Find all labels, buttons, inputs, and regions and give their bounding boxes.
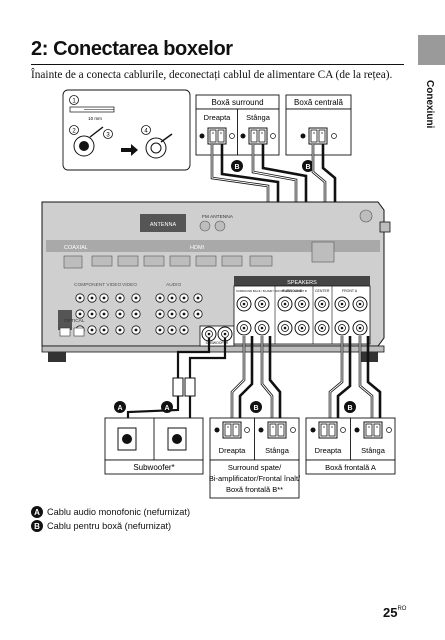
front-a-label: Boxă frontală A (325, 463, 376, 472)
audio-label: AUDIO (166, 282, 181, 288)
optical-label: OPTICAL (64, 318, 85, 324)
marker-b-top-1: B (234, 164, 239, 171)
marker-a-1: A (117, 405, 122, 412)
legend-marker-a: A (31, 506, 43, 518)
inset-instructions: 1 10 mm 2 3 4 (62, 89, 191, 171)
center-speaker-box: Boxă centrală (285, 94, 352, 156)
fm-antenna-label: FM ANTENNA (202, 214, 234, 220)
hdmi-label: HDMI (190, 245, 205, 251)
marker-a-2: A (164, 405, 169, 412)
center-speaker-label: Boxă centrală (294, 98, 343, 107)
front-a-box: Dreapta Stânga Boxă frontală A (305, 417, 396, 475)
inset-step-4: 4 (144, 129, 148, 135)
intro-text: Înainte de a conecta cablurile, deconect… (31, 69, 393, 81)
page-number: 25RO (383, 605, 406, 620)
surround-back-line-3: Boxă frontală B** (226, 485, 283, 494)
page-number-value: 25 (383, 605, 398, 620)
surround-back-left-label: Stânga (265, 446, 290, 455)
coaxial-label: COAXIAL (64, 245, 88, 251)
subwoofer-label: Subwoofer* (133, 463, 174, 472)
strip-length: 10 mm (88, 116, 102, 121)
surround-back-line-1: Surround spate/ (228, 463, 282, 472)
legend-text-b: Cablu pentru boxă (nefurnizat) (47, 521, 172, 531)
page-number-suffix: RO (397, 606, 407, 612)
marker-b-bottom-2: B (347, 405, 352, 412)
legend-item-b: B Cablu pentru boxă (nefurnizat) (31, 520, 171, 532)
speakers-label: SPEAKERS (287, 280, 317, 286)
surround-speakers-box: Boxă surround Dreapta Stânga (195, 94, 280, 156)
inset-step-3: 3 (106, 133, 110, 139)
receiver-rear-panel: COAXIAL HDMI ANTENNA FM ANTENNA COMPONEN… (41, 201, 391, 362)
legend-marker-b: B (31, 520, 43, 532)
surround-back-right-label: Dreapta (219, 446, 247, 455)
title-rule (31, 64, 404, 65)
surround-terminal-label: SURROUND (282, 289, 303, 293)
surround-speaker-label: Boxă surround (211, 98, 263, 107)
legend-text-a: Cablu audio monofonic (nefurnizat) (47, 507, 190, 517)
surround-left-label: Stânga (246, 113, 271, 122)
legend-item-a: A Cablu audio monofonic (nefurnizat) (31, 506, 190, 518)
center-terminal-label: CENTER (315, 289, 330, 293)
inset-step-2: 2 (72, 129, 76, 135)
antenna-label: ANTENNA (150, 222, 177, 228)
surround-back-line-2: Bi-amplificator/Frontal înalt/ (209, 474, 301, 483)
subwoofer-out-label: SUBWOOFER (206, 341, 229, 345)
front-a-terminal-label: FRONT A (342, 289, 358, 293)
marker-b-top-2: B (305, 164, 310, 171)
component-video-label: COMPONENT VIDEO (74, 282, 122, 288)
inset-step-1: 1 (72, 99, 76, 105)
front-a-right-label: Dreapta (315, 446, 343, 455)
surround-back-box: Dreapta Stânga Surround spate/ Bi-amplif… (209, 417, 301, 499)
page-title: 2: Conectarea boxelor (31, 38, 233, 60)
surround-right-label: Dreapta (204, 113, 232, 122)
surround-back-label: SURROUND BACK / BI-AMP / FRONT HIGH / FR… (236, 289, 307, 293)
marker-b-bottom-1: B (253, 405, 258, 412)
section-tab (418, 35, 445, 65)
subwoofer-box: Subwoofer* (104, 417, 204, 475)
front-a-left-label: Stânga (361, 446, 386, 455)
video-label: VIDEO (122, 282, 137, 288)
